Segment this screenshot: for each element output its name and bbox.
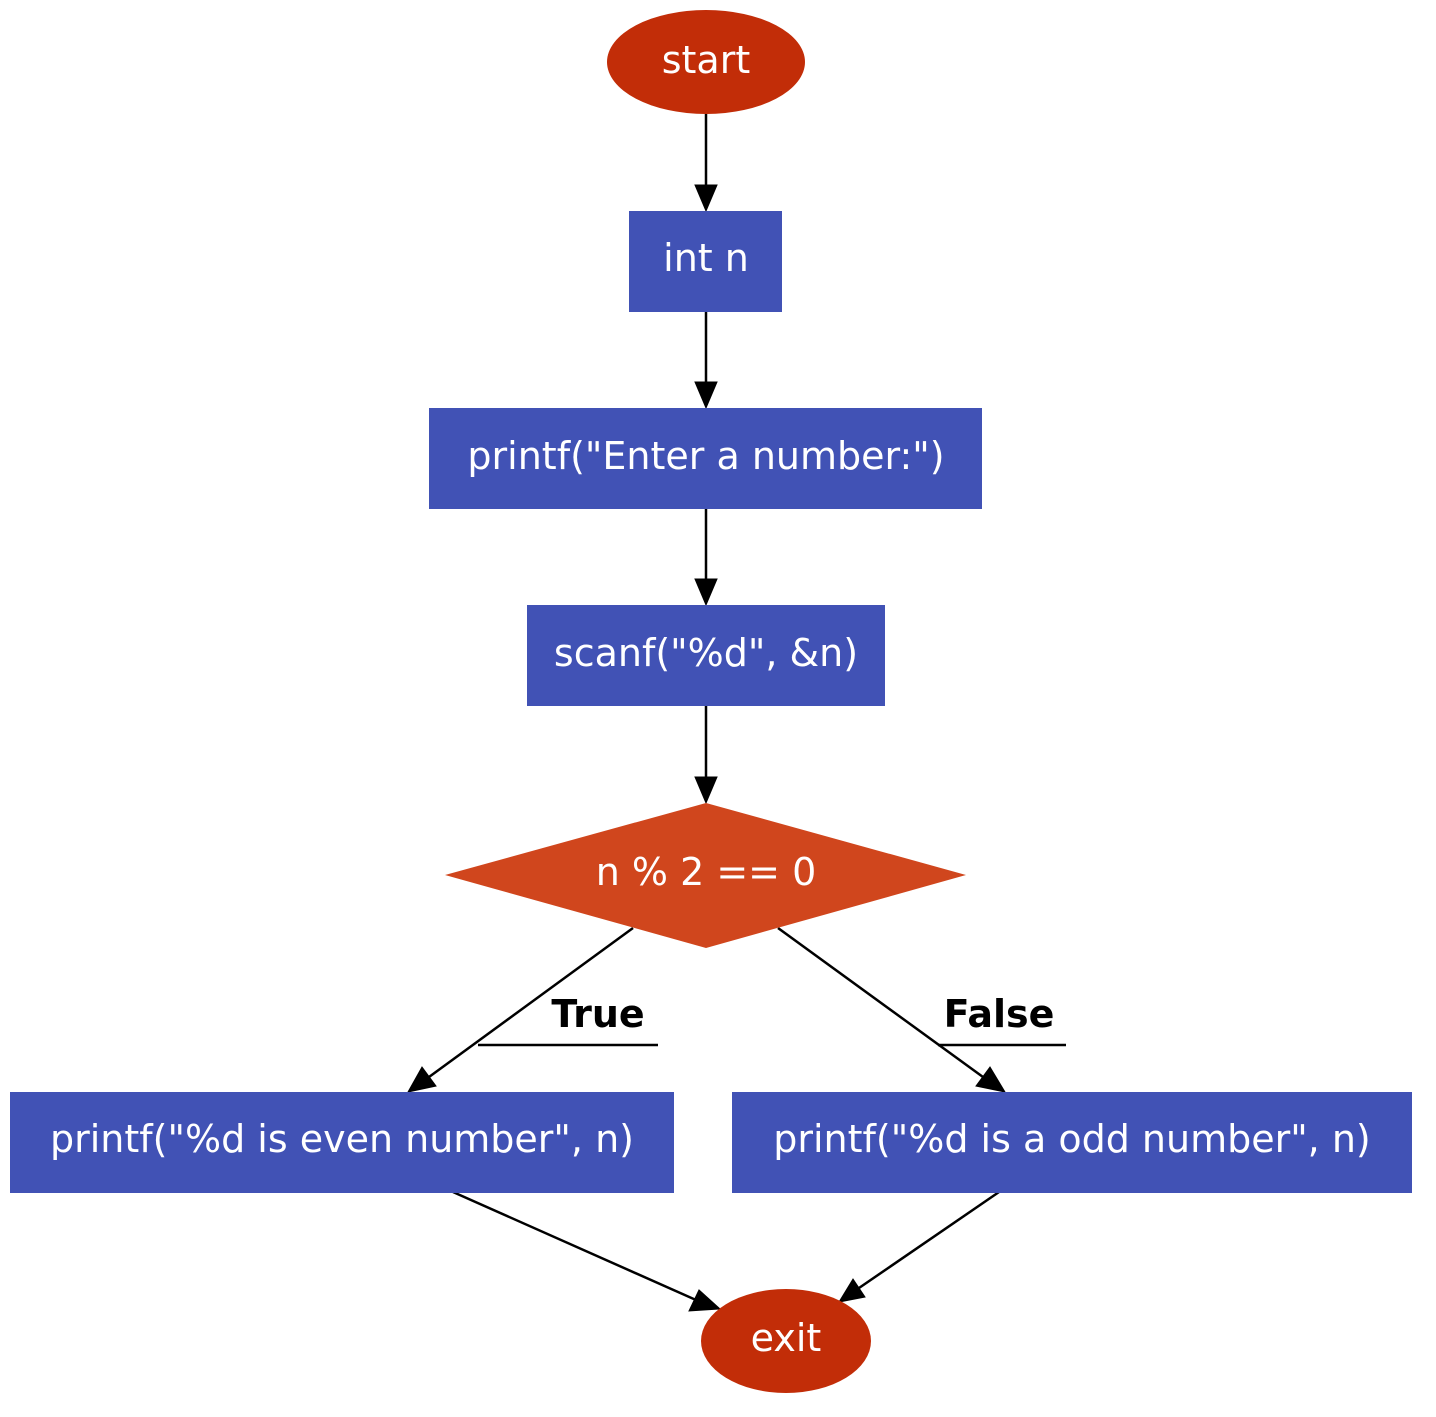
edge-prompt-to-read xyxy=(694,509,718,607)
prompt-label: printf("Enter a number:") xyxy=(467,434,944,478)
declare-label: int n xyxy=(663,236,749,280)
edge-read-to-condition xyxy=(694,706,718,805)
exit-node: exit xyxy=(701,1289,871,1393)
edge-condition-to-even: True xyxy=(407,926,658,1093)
edge-condition-to-odd: False xyxy=(777,926,1066,1093)
condition-node: n % 2 == 0 xyxy=(445,803,966,948)
edge-even-to-exit xyxy=(452,1190,722,1312)
exit-label: exit xyxy=(751,1316,822,1360)
false-label: False xyxy=(944,992,1055,1036)
edge-declare-to-prompt xyxy=(694,312,718,410)
condition-label: n % 2 == 0 xyxy=(596,850,817,894)
nodes: start int n printf("Enter a number:") sc… xyxy=(10,10,1412,1393)
odd-label: printf("%d is a odd number", n) xyxy=(773,1117,1371,1161)
start-node: start xyxy=(607,10,805,114)
prompt-node: printf("Enter a number:") xyxy=(429,408,982,509)
edges: True False xyxy=(407,114,1066,1312)
read-node: scanf("%d", &n) xyxy=(527,605,885,706)
odd-node: printf("%d is a odd number", n) xyxy=(732,1092,1412,1193)
read-label: scanf("%d", &n) xyxy=(554,631,858,675)
start-label: start xyxy=(662,38,751,82)
edge-odd-to-exit xyxy=(837,1190,1000,1303)
edge-start-to-declare xyxy=(694,114,718,213)
true-label: True xyxy=(551,992,644,1036)
even-label: printf("%d is even number", n) xyxy=(50,1117,634,1161)
even-node: printf("%d is even number", n) xyxy=(10,1092,674,1193)
declare-node: int n xyxy=(629,211,782,312)
